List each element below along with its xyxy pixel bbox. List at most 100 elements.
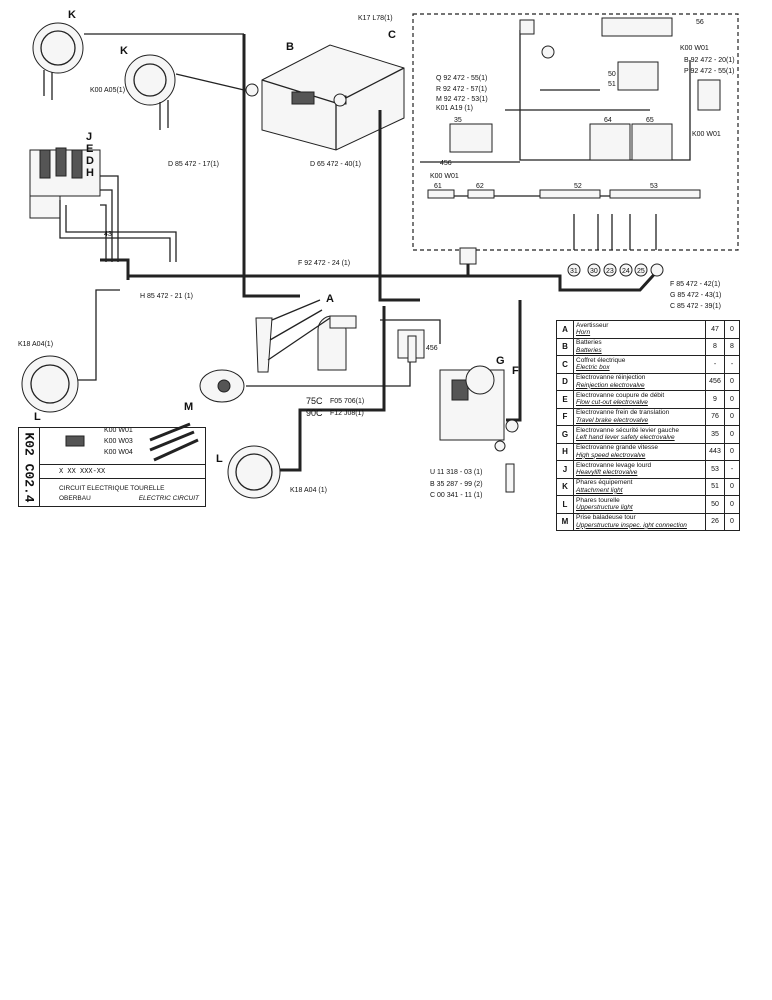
terminal-51: 51: [608, 81, 616, 88]
part-c85-472-39: C 85 472 - 39(1): [670, 303, 721, 310]
legend-desc-en: Attachment light: [576, 486, 623, 494]
part-q92-472-55: Q 92 472 - 55(1): [436, 75, 487, 82]
legend-number: 35: [705, 425, 725, 444]
upperstructure-light-l1: [21, 355, 79, 413]
legend-desc-fr: Phares équipement: [576, 479, 633, 487]
electric-box-outline: [412, 13, 739, 251]
title-fr: CIRCUIT ELECTRIQUE TOURELLE: [59, 485, 165, 492]
conn-k00-w04-bl: K00 W04: [104, 449, 133, 456]
fuse-strip-52: [539, 189, 601, 199]
fuse-56: [519, 19, 535, 35]
conn-k17-l78: K17 L78(1): [358, 15, 393, 22]
legend-desc-en: Batteries: [576, 346, 602, 354]
conn-k00-w01-mid: K00 W01: [430, 173, 459, 180]
part-m92-472-53: M 92 472 - 53(1): [436, 96, 488, 103]
terminal-50: 50: [608, 71, 616, 78]
callout-k-2: K: [120, 45, 128, 57]
terminal-61: 61: [434, 183, 442, 190]
conn-k18-a04-left: K18 A04(1): [18, 341, 53, 348]
legend-sub: 0: [724, 390, 740, 409]
part-f12-j08: F12 J08(1): [330, 410, 364, 417]
legend-number: -: [705, 355, 725, 374]
legend-desc-en: Upperstructure light: [576, 504, 633, 512]
legend-sub: 0: [724, 477, 740, 496]
legend-letter: J: [556, 460, 574, 479]
legend-letter: E: [556, 390, 574, 409]
wire-box-internal: [420, 30, 691, 197]
legend-sub: 0: [724, 372, 740, 391]
part-u11-318-03: U 11 318 - 03 (1): [430, 469, 482, 476]
relay-block-35: [449, 123, 493, 153]
legend-sub: 0: [724, 512, 740, 531]
legend-number: 50: [705, 495, 725, 514]
legend-sub: -: [724, 355, 740, 374]
wire-k2: [175, 73, 245, 91]
legend-sub: 0: [724, 425, 740, 444]
legend-desc-fr: Electrovanne réinjection: [576, 374, 646, 382]
legend-sub: 0: [724, 495, 740, 514]
title-en: ELECTRIC CIRCUIT: [138, 495, 199, 502]
terminal-456a: 456: [440, 160, 452, 167]
title-code-cell: K02 C02.4: [19, 428, 40, 506]
callout-j: J: [86, 131, 92, 143]
part-r92-472-57: R 92 472 - 57(1): [436, 86, 487, 93]
callout-g: G: [496, 355, 505, 367]
conn-k00-w03-bl: K00 W03: [104, 438, 133, 445]
conn-k00-a05: K00 A05(1): [90, 87, 125, 94]
terminal-31: 31: [570, 268, 578, 275]
inspection-light-socket: [199, 369, 245, 403]
legend-letter: D: [556, 372, 574, 391]
attachment-light-k1: [32, 22, 84, 100]
part-d85-472-17: D 85 472 - 17(1): [168, 161, 219, 168]
legend-sub: 8: [724, 337, 740, 356]
part-b35-287-99: B 35 287 - 99 (2): [430, 481, 483, 488]
legend-letter: F: [556, 407, 574, 426]
legend-number: 51: [705, 477, 725, 496]
legend-sub: 0: [724, 407, 740, 426]
legend-desc-fr: Coffret électrique: [576, 356, 626, 364]
part-b92-472-20: B 92 472 - 20(1): [684, 57, 735, 64]
relay-block-right: [697, 79, 721, 111]
callout-f: F: [512, 365, 519, 377]
drawing-ref: X XX XXX-XX: [59, 468, 106, 476]
legend-desc-fr: Batteries: [576, 339, 602, 347]
callout-b: B: [286, 41, 294, 53]
part-v75c: 75C: [306, 396, 323, 406]
legend-desc-en: Heavylift electrovalve: [576, 469, 638, 477]
connector-bottom: [505, 463, 515, 493]
legend-number: 47: [705, 320, 725, 339]
callout-k-1: K: [68, 9, 76, 21]
terminal-53: 53: [650, 183, 658, 190]
callout-m: M: [184, 401, 193, 413]
part-g85-472-43: G 85 472 - 43(1): [670, 292, 721, 299]
legend-number: 456: [705, 372, 725, 391]
legend-desc-en: Flow cut-out electrovalve: [576, 399, 648, 407]
legend-desc-en: Travel brake electrovalve: [576, 416, 649, 424]
legend-desc-en: Electric box: [576, 364, 610, 372]
legend-desc-fr: Electrovanne levage lourd: [576, 461, 652, 469]
terminal-64: 64: [604, 117, 612, 124]
terminal-35: 35: [454, 117, 462, 124]
legend-desc-en: Left hand lever safety electrovalve: [576, 434, 675, 442]
legend-letter: K: [556, 477, 574, 496]
plug-connectors: [245, 83, 664, 452]
legend-desc-fr: Electrovanne frein de translation: [576, 409, 670, 417]
titleblock-connector-sketch: [65, 422, 199, 462]
harness-d85-472-17: [242, 34, 300, 298]
